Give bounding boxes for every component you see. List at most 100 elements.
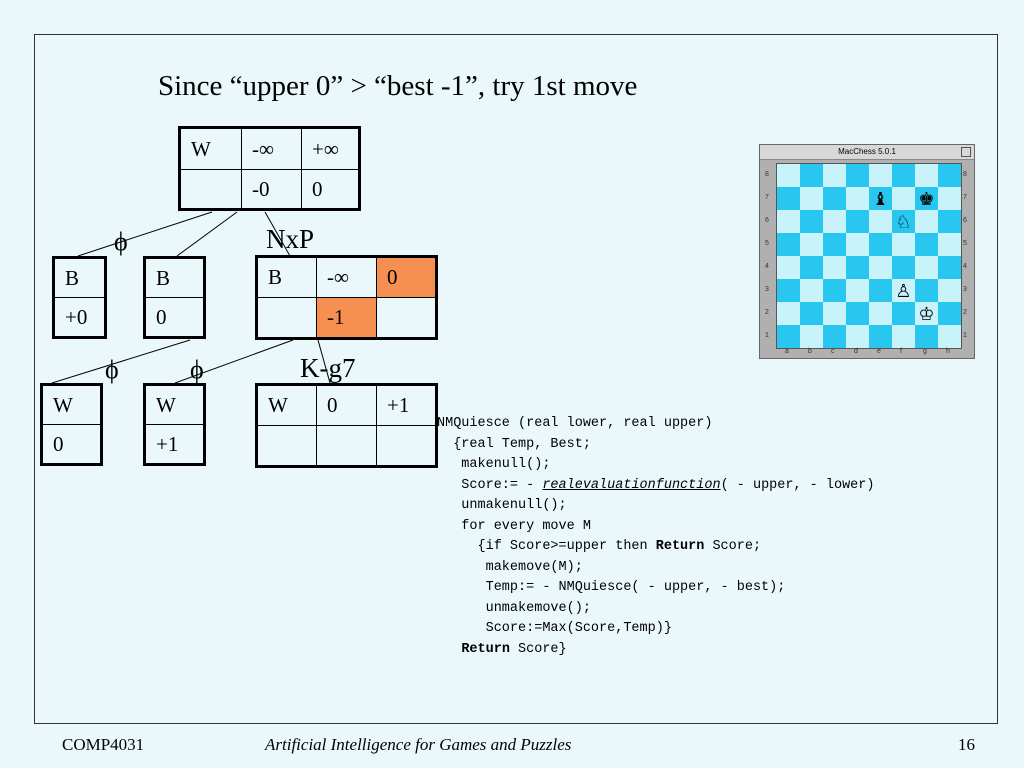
board-square-e8[interactable] bbox=[869, 164, 892, 187]
board-square-f7[interactable] bbox=[892, 187, 915, 210]
chess-window-title: MacChess 5.0.1 bbox=[838, 147, 896, 156]
white-knight-icon[interactable]: ♘ bbox=[895, 211, 912, 232]
w3-empty-1 bbox=[256, 425, 317, 467]
board-square-a2[interactable] bbox=[777, 302, 800, 325]
board-square-h3[interactable] bbox=[938, 279, 961, 302]
w1-side: W bbox=[41, 384, 102, 425]
white-king-icon[interactable]: ♔ bbox=[918, 303, 935, 324]
board-square-a8[interactable] bbox=[777, 164, 800, 187]
board-square-b1[interactable] bbox=[800, 325, 823, 348]
board-square-f2[interactable] bbox=[892, 302, 915, 325]
board-square-h2[interactable] bbox=[938, 302, 961, 325]
edge-b3-w3 bbox=[317, 339, 331, 384]
node-w1: W 0 bbox=[40, 383, 103, 466]
board-square-d8[interactable] bbox=[846, 164, 869, 187]
board-square-f4[interactable] bbox=[892, 256, 915, 279]
board-square-b3[interactable] bbox=[800, 279, 823, 302]
board-square-e3[interactable] bbox=[869, 279, 892, 302]
black-bishop-icon[interactable]: ♝ bbox=[872, 188, 889, 209]
w3-empty-3 bbox=[376, 425, 437, 467]
w1-value: 0 bbox=[41, 424, 102, 465]
board-square-h7[interactable] bbox=[938, 187, 961, 210]
board-square-b7[interactable] bbox=[800, 187, 823, 210]
board-square-c5[interactable] bbox=[823, 233, 846, 256]
white-pawn-icon[interactable]: ♙ bbox=[895, 280, 912, 301]
rank-label: 4 bbox=[963, 263, 967, 270]
board-square-f6[interactable]: ♘ bbox=[892, 210, 915, 233]
board-square-b2[interactable] bbox=[800, 302, 823, 325]
board-square-d5[interactable] bbox=[846, 233, 869, 256]
b3-best-highlight: -1 bbox=[316, 297, 377, 339]
board-square-f8[interactable] bbox=[892, 164, 915, 187]
board-square-g7[interactable]: ♚ bbox=[915, 187, 938, 210]
board-square-b6[interactable] bbox=[800, 210, 823, 233]
board-square-e6[interactable] bbox=[869, 210, 892, 233]
edge-b2-w1 bbox=[51, 339, 191, 384]
window-zoom-icon[interactable] bbox=[961, 147, 971, 157]
board-square-f3[interactable]: ♙ bbox=[892, 279, 915, 302]
null-move-label: ϕ bbox=[105, 355, 119, 384]
board-square-d6[interactable] bbox=[846, 210, 869, 233]
board-square-c8[interactable] bbox=[823, 164, 846, 187]
file-label: d bbox=[854, 348, 858, 355]
board-square-e4[interactable] bbox=[869, 256, 892, 279]
board-square-a7[interactable] bbox=[777, 187, 800, 210]
board-square-g3[interactable] bbox=[915, 279, 938, 302]
board-square-b5[interactable] bbox=[800, 233, 823, 256]
board-square-h8[interactable] bbox=[938, 164, 961, 187]
board-square-h4[interactable] bbox=[938, 256, 961, 279]
b2-side: B bbox=[144, 257, 205, 298]
chess-window-titlebar: MacChess 5.0.1 bbox=[760, 145, 974, 160]
board-square-f1[interactable] bbox=[892, 325, 915, 348]
slide-title: Since “upper 0” > “best -1”, try 1st mov… bbox=[158, 70, 638, 102]
board-square-a3[interactable] bbox=[777, 279, 800, 302]
board-square-d3[interactable] bbox=[846, 279, 869, 302]
board-square-c3[interactable] bbox=[823, 279, 846, 302]
board-square-a1[interactable] bbox=[777, 325, 800, 348]
board-square-e7[interactable]: ♝ bbox=[869, 187, 892, 210]
board-square-e2[interactable] bbox=[869, 302, 892, 325]
board-square-c7[interactable] bbox=[823, 187, 846, 210]
black-king-icon[interactable]: ♚ bbox=[918, 188, 935, 209]
board-square-d2[interactable] bbox=[846, 302, 869, 325]
board-square-c2[interactable] bbox=[823, 302, 846, 325]
b2-value: 0 bbox=[144, 297, 205, 338]
board-square-c6[interactable] bbox=[823, 210, 846, 233]
board-square-f5[interactable] bbox=[892, 233, 915, 256]
board-square-b8[interactable] bbox=[800, 164, 823, 187]
board-square-g5[interactable] bbox=[915, 233, 938, 256]
rank-label: 6 bbox=[765, 217, 769, 224]
board-square-h1[interactable] bbox=[938, 325, 961, 348]
root-node: W -∞ +∞ -0 0 bbox=[178, 126, 361, 211]
code-line: makenull(); bbox=[437, 457, 551, 472]
board-square-h5[interactable] bbox=[938, 233, 961, 256]
board-square-d7[interactable] bbox=[846, 187, 869, 210]
file-label: f bbox=[900, 348, 902, 355]
code-line: Temp:= - NMQuiesce( - upper, - best); bbox=[437, 580, 786, 595]
board-square-h6[interactable] bbox=[938, 210, 961, 233]
footer-page-number: 16 bbox=[958, 735, 975, 754]
edge-root-b2 bbox=[176, 211, 238, 257]
board-square-c4[interactable] bbox=[823, 256, 846, 279]
board-square-g8[interactable] bbox=[915, 164, 938, 187]
board-square-g1[interactable] bbox=[915, 325, 938, 348]
board-square-d4[interactable] bbox=[846, 256, 869, 279]
board-square-g2[interactable]: ♔ bbox=[915, 302, 938, 325]
rank-label: 2 bbox=[963, 309, 967, 316]
board-square-e1[interactable] bbox=[869, 325, 892, 348]
board-square-a5[interactable] bbox=[777, 233, 800, 256]
board-square-d1[interactable] bbox=[846, 325, 869, 348]
board-square-g4[interactable] bbox=[915, 256, 938, 279]
rank-label: 6 bbox=[963, 217, 967, 224]
rank-label: 8 bbox=[765, 171, 769, 178]
board-square-b4[interactable] bbox=[800, 256, 823, 279]
board-square-a6[interactable] bbox=[777, 210, 800, 233]
board-square-a4[interactable] bbox=[777, 256, 800, 279]
code-line: {real Temp, Best; bbox=[437, 436, 591, 452]
rank-label: 2 bbox=[765, 309, 769, 316]
board-square-e5[interactable] bbox=[869, 233, 892, 256]
rank-label: 5 bbox=[765, 240, 769, 247]
board-square-g6[interactable] bbox=[915, 210, 938, 233]
board-square-c1[interactable] bbox=[823, 325, 846, 348]
node-b1: B +0 bbox=[52, 256, 107, 339]
